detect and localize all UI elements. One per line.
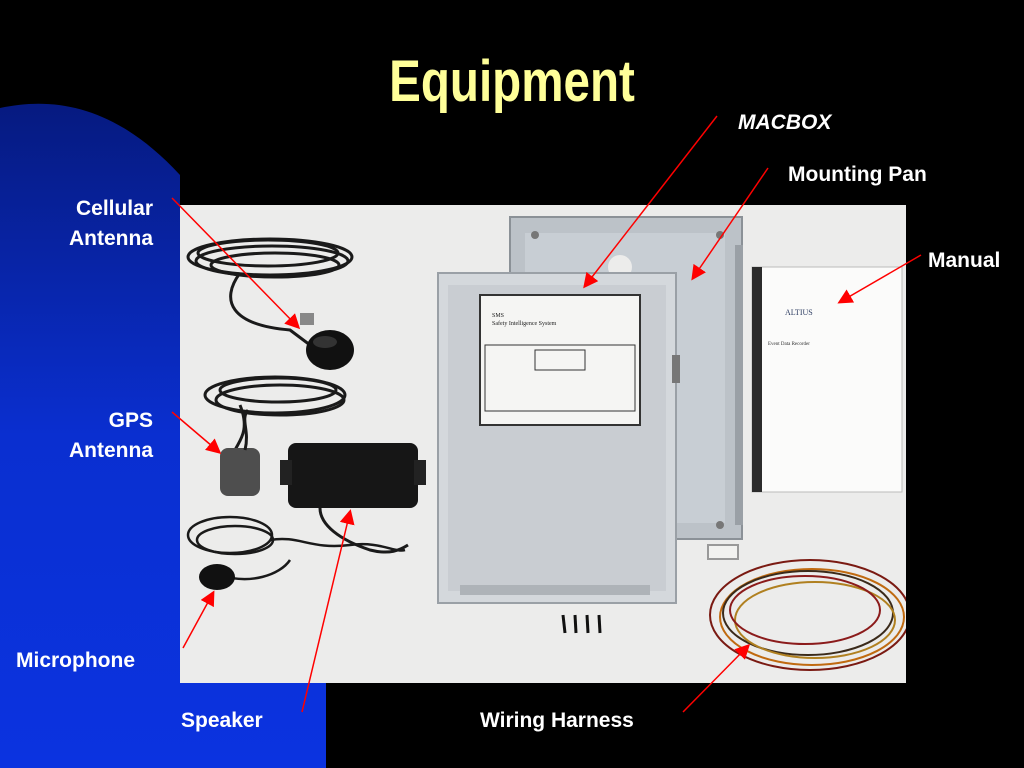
mounting-pan-label: Mounting Pan xyxy=(788,163,927,186)
macbox-label: MACBOX xyxy=(738,111,832,134)
cellular-antenna-label: Cellular Antenna xyxy=(40,194,153,254)
macbox-unit: SMS Safety Intelligence System xyxy=(437,272,680,604)
unit-label-line1: SMS xyxy=(492,313,504,319)
gps-label-line2: Antenna xyxy=(69,439,153,462)
wiring-harness-label: Wiring Harness xyxy=(480,709,634,732)
manual-booklet: ALTIUS Event Data Recorder xyxy=(751,266,903,493)
cellular-label-line2: Antenna xyxy=(69,227,153,250)
gps-antenna-label: GPS Antenna xyxy=(40,406,153,466)
wiring-harness xyxy=(707,544,906,671)
cellular-antenna-puck xyxy=(300,313,354,370)
screws xyxy=(561,614,602,634)
manual-title: Event Data Recorder xyxy=(768,342,810,347)
speaker-box xyxy=(280,443,426,554)
unit-label-line2: Safety Intelligence System xyxy=(492,320,557,327)
equipment-photo: SMS Safety Intelligence System ALTIUS Ev… xyxy=(180,205,906,683)
microphone-label: Microphone xyxy=(16,649,135,672)
gps-label-line1: GPS xyxy=(108,409,153,432)
speaker-label: Speaker xyxy=(181,709,263,732)
manual-brand: ALTIUS xyxy=(785,308,813,317)
manual-label: Manual xyxy=(928,249,1001,272)
cellular-label-line1: Cellular xyxy=(75,197,153,220)
slide-title: Equipment xyxy=(389,49,635,114)
gps-antenna xyxy=(220,409,260,496)
microphone-puck xyxy=(199,564,235,590)
